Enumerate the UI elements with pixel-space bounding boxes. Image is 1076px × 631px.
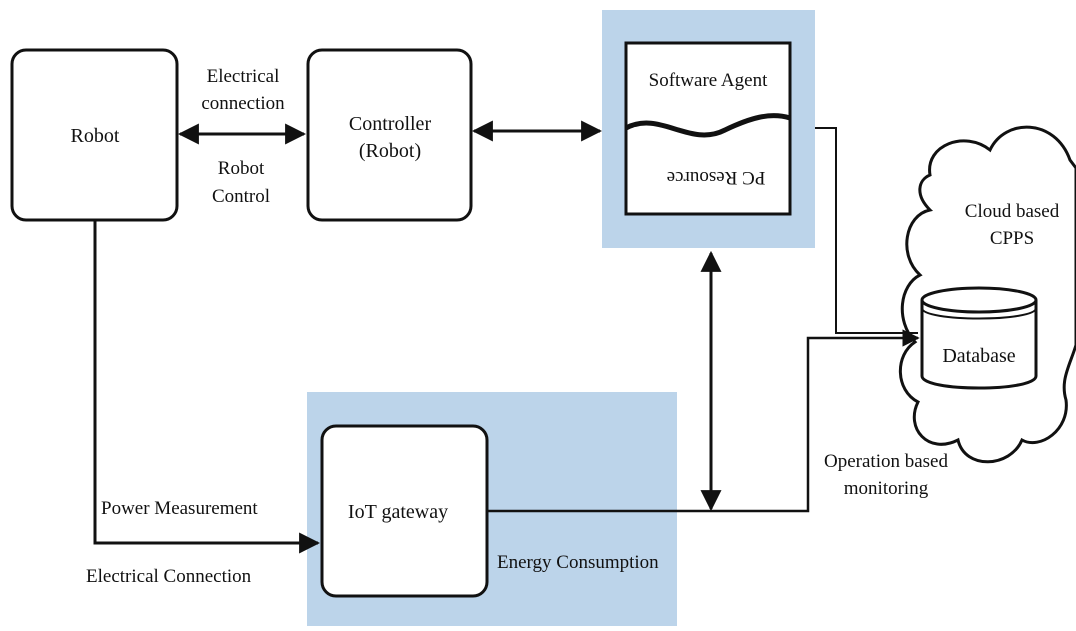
electrical-connection-top-label-2: connection	[201, 93, 285, 114]
operation-monitoring-label-2: monitoring	[844, 478, 929, 499]
software-agent-label: Software Agent	[649, 70, 768, 91]
database-label: Database	[942, 345, 1015, 367]
power-measurement-label: Power Measurement	[101, 498, 258, 519]
robot-iot-connector	[93, 220, 321, 554]
cloud-label-line1: Cloud based	[965, 201, 1060, 222]
iot-gateway-label: IoT gateway	[348, 501, 448, 523]
agent-cloud-connector	[815, 127, 918, 334]
operation-monitoring-label-1: Operation based	[824, 451, 948, 472]
robot-label: Robot	[71, 125, 120, 147]
robot-node: Robot	[10, 48, 179, 222]
iot-cloud-connector	[487, 329, 920, 513]
software-agent-node: Software Agent PC Resource	[624, 41, 792, 216]
cloud-label-line2: CPPS	[990, 228, 1034, 249]
controller-label-line2: (Robot)	[359, 140, 421, 162]
controller-node: Controller (Robot)	[306, 48, 473, 222]
pc-resource-label: PC Resource	[667, 167, 766, 188]
electrical-connection-bottom-label: Electrical Connection	[86, 566, 252, 587]
robot-control-label-1: Robot	[218, 158, 265, 179]
robot-control-label-2: Control	[212, 186, 270, 207]
iot-gateway-node: IoT gateway	[320, 424, 489, 598]
controller-label-line1: Controller	[349, 113, 432, 135]
database-node: Database	[920, 286, 1038, 390]
electrical-connection-top-label-1: Electrical	[207, 66, 280, 87]
energy-consumption-label: Energy Consumption	[497, 552, 659, 573]
